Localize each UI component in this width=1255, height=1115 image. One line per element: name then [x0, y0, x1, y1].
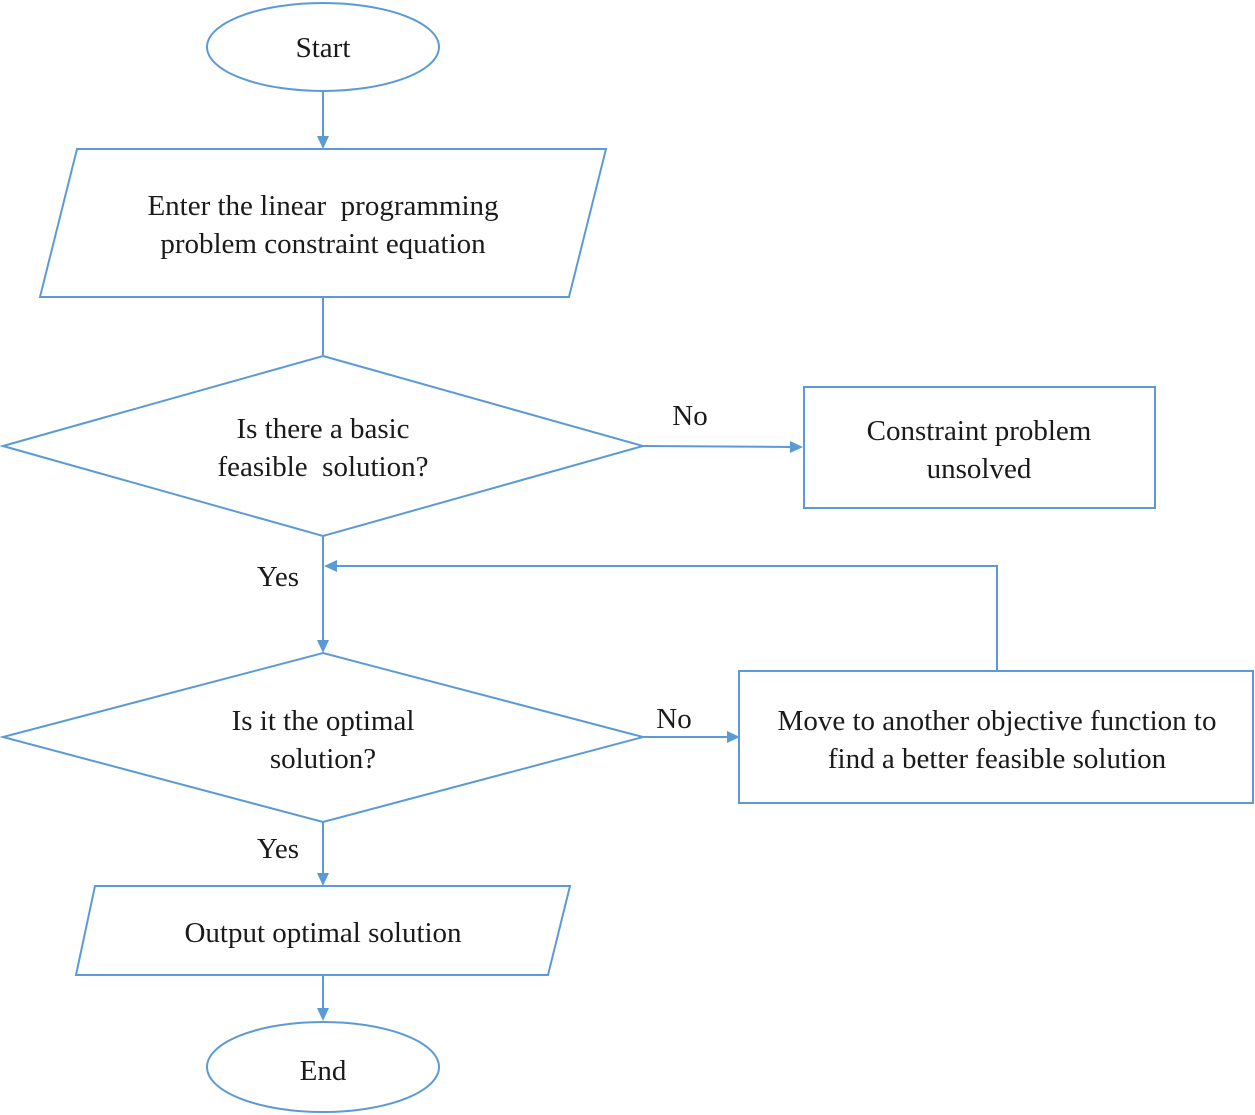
- edge-label-basic-yes: Yes: [257, 561, 299, 593]
- move-node: Move to another objective function to fi…: [738, 670, 1254, 804]
- unsolved-label-line2: unsolved: [927, 453, 1032, 485]
- arrowhead-output-to-end: [317, 1008, 329, 1021]
- decision-basic-node: Is there a basic feasible solution?: [0, 354, 647, 538]
- input-parallelogram: [38, 148, 608, 298]
- edge-labels: No Yes No Yes: [257, 400, 708, 865]
- arrowhead-optimal-no: [727, 731, 740, 743]
- output-node: Output optimal solution: [74, 885, 572, 976]
- move-box: [738, 670, 1254, 804]
- edge-label-optimal-no: No: [656, 703, 691, 735]
- arrowhead-loop-back: [324, 560, 337, 572]
- decision-optimal-label-line2: solution?: [270, 743, 376, 775]
- input-node: Enter the linear programming problem con…: [38, 148, 608, 298]
- output-label: Output optimal solution: [184, 917, 462, 949]
- arrowhead-optimal-yes: [317, 873, 329, 886]
- unsolved-node: Constraint problem unsolved: [803, 386, 1156, 509]
- connectors: [317, 92, 998, 1021]
- decision-optimal-node: Is it the optimal solution?: [0, 651, 647, 824]
- start-terminator: [206, 2, 440, 92]
- arrowhead-basic-no: [790, 441, 803, 453]
- move-label-line1: Move to another objective function to: [778, 705, 1217, 737]
- decision-basic-label-line1: Is there a basic: [236, 413, 409, 445]
- arrowhead-start-to-input: [317, 136, 329, 149]
- unsolved-label-line1: Constraint problem: [867, 415, 1092, 447]
- decision-basic-diamond: [0, 354, 647, 538]
- input-label-line2: problem constraint equation: [160, 228, 486, 260]
- end-node: End: [206, 1021, 440, 1113]
- move-label-line2: find a better feasible solution: [828, 743, 1167, 775]
- start-label: Start: [296, 32, 351, 64]
- connector-loop-back: [336, 565, 998, 670]
- decision-optimal-diamond: [0, 651, 647, 824]
- edge-label-basic-no: No: [672, 400, 707, 432]
- end-terminator: [206, 1021, 440, 1113]
- unsolved-box: [803, 386, 1156, 509]
- end-label: End: [300, 1055, 347, 1087]
- start-node: Start: [206, 2, 440, 92]
- connector-basic-no: [642, 445, 793, 448]
- decision-basic-label-line2: feasible solution?: [217, 451, 428, 483]
- edge-label-optimal-yes: Yes: [257, 833, 299, 865]
- arrowhead-basic-yes: [317, 640, 329, 653]
- input-label-line1: Enter the linear programming: [147, 190, 498, 222]
- output-parallelogram: [74, 885, 572, 976]
- decision-optimal-label-line1: Is it the optimal: [232, 705, 415, 737]
